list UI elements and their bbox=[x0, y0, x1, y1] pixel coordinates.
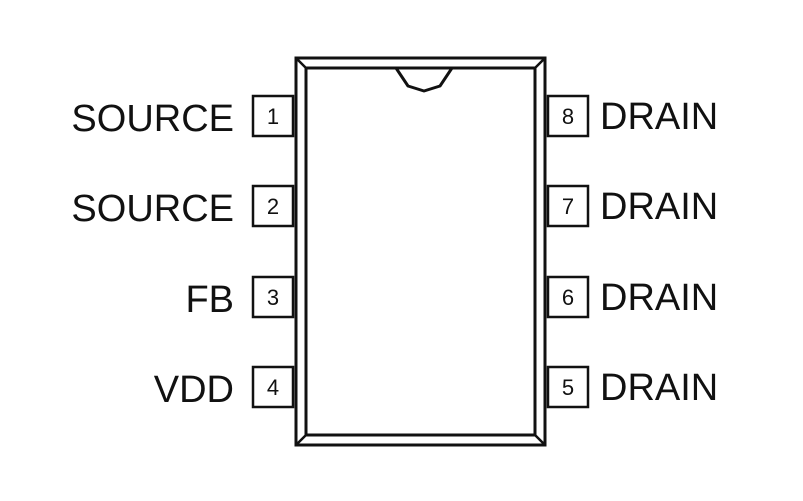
right-pin-8: 8 DRAIN bbox=[546, 94, 718, 138]
pin-number: 5 bbox=[562, 375, 574, 400]
orientation-notch bbox=[394, 67, 454, 93]
pin-label: VDD bbox=[154, 369, 234, 411]
pin-number: 3 bbox=[267, 285, 279, 310]
pin-label: DRAIN bbox=[600, 277, 718, 319]
pin-number: 7 bbox=[562, 194, 574, 219]
pin-label: DRAIN bbox=[600, 186, 718, 228]
pin-box bbox=[251, 275, 295, 319]
pin-box bbox=[546, 184, 590, 228]
pin-label: FB bbox=[185, 279, 234, 321]
pin-box bbox=[251, 365, 295, 409]
pin-box bbox=[546, 365, 590, 409]
right-pin-5: 5 DRAIN bbox=[546, 365, 718, 409]
pin-number: 8 bbox=[562, 104, 574, 129]
pin-number: 6 bbox=[562, 285, 574, 310]
package-bevel-lines bbox=[295, 57, 546, 446]
pin-label: SOURCE bbox=[71, 188, 234, 230]
pin-box bbox=[546, 275, 590, 319]
pin-number: 2 bbox=[267, 194, 279, 219]
pin-number: 4 bbox=[267, 375, 279, 400]
pin-label: SOURCE bbox=[71, 98, 234, 140]
pin-label: DRAIN bbox=[600, 96, 718, 138]
pin-box bbox=[251, 184, 295, 228]
left-pin-4: 4 VDD bbox=[154, 365, 295, 411]
pin-box bbox=[251, 94, 295, 138]
left-pin-3: 3 FB bbox=[185, 275, 295, 321]
pin-label: DRAIN bbox=[600, 367, 718, 409]
right-pin-6: 6 DRAIN bbox=[546, 275, 718, 319]
pin-box bbox=[546, 94, 590, 138]
left-pin-1: 1 SOURCE bbox=[71, 94, 295, 140]
package-body-outer bbox=[294, 56, 547, 447]
right-pin-7: 7 DRAIN bbox=[546, 184, 718, 228]
left-pin-2: 2 SOURCE bbox=[71, 184, 295, 230]
package-body-inner bbox=[304, 66, 537, 437]
pin-number: 1 bbox=[267, 104, 279, 129]
